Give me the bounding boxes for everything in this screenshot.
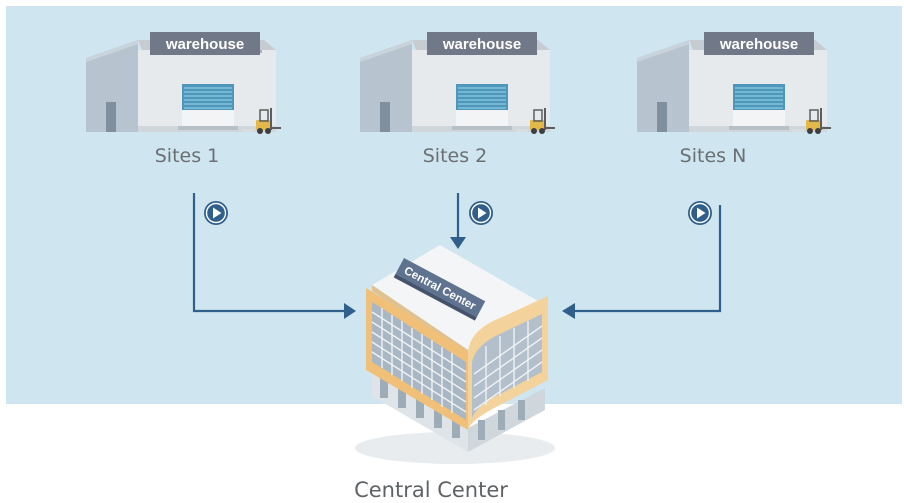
site-2-label: Sites 2 [423,145,488,167]
site-1-sign: warehouse [150,32,260,55]
flow-line-site-1 [192,193,347,313]
site-1-sign-text: warehouse [165,36,244,53]
site-2-sign-text: warehouse [442,36,521,53]
play-circle-icon [688,201,712,225]
site-n-sign: warehouse [704,32,814,55]
arrowhead-site-1 [344,303,356,319]
site-1-label: Sites 1 [155,145,220,167]
arrowhead-site-2 [450,237,466,249]
play-circle-icon [469,201,493,225]
site-2-sign: warehouse [427,32,537,55]
flow-line-site-n [572,205,722,313]
central-building-icon: Central Center [355,245,555,464]
site-n-sign-text: warehouse [719,36,798,53]
central-center-label: Central Center [354,478,508,502]
arrowhead-site-n [562,303,575,319]
play-circle-icon [204,201,228,225]
site-n-label: Sites N [680,145,747,167]
